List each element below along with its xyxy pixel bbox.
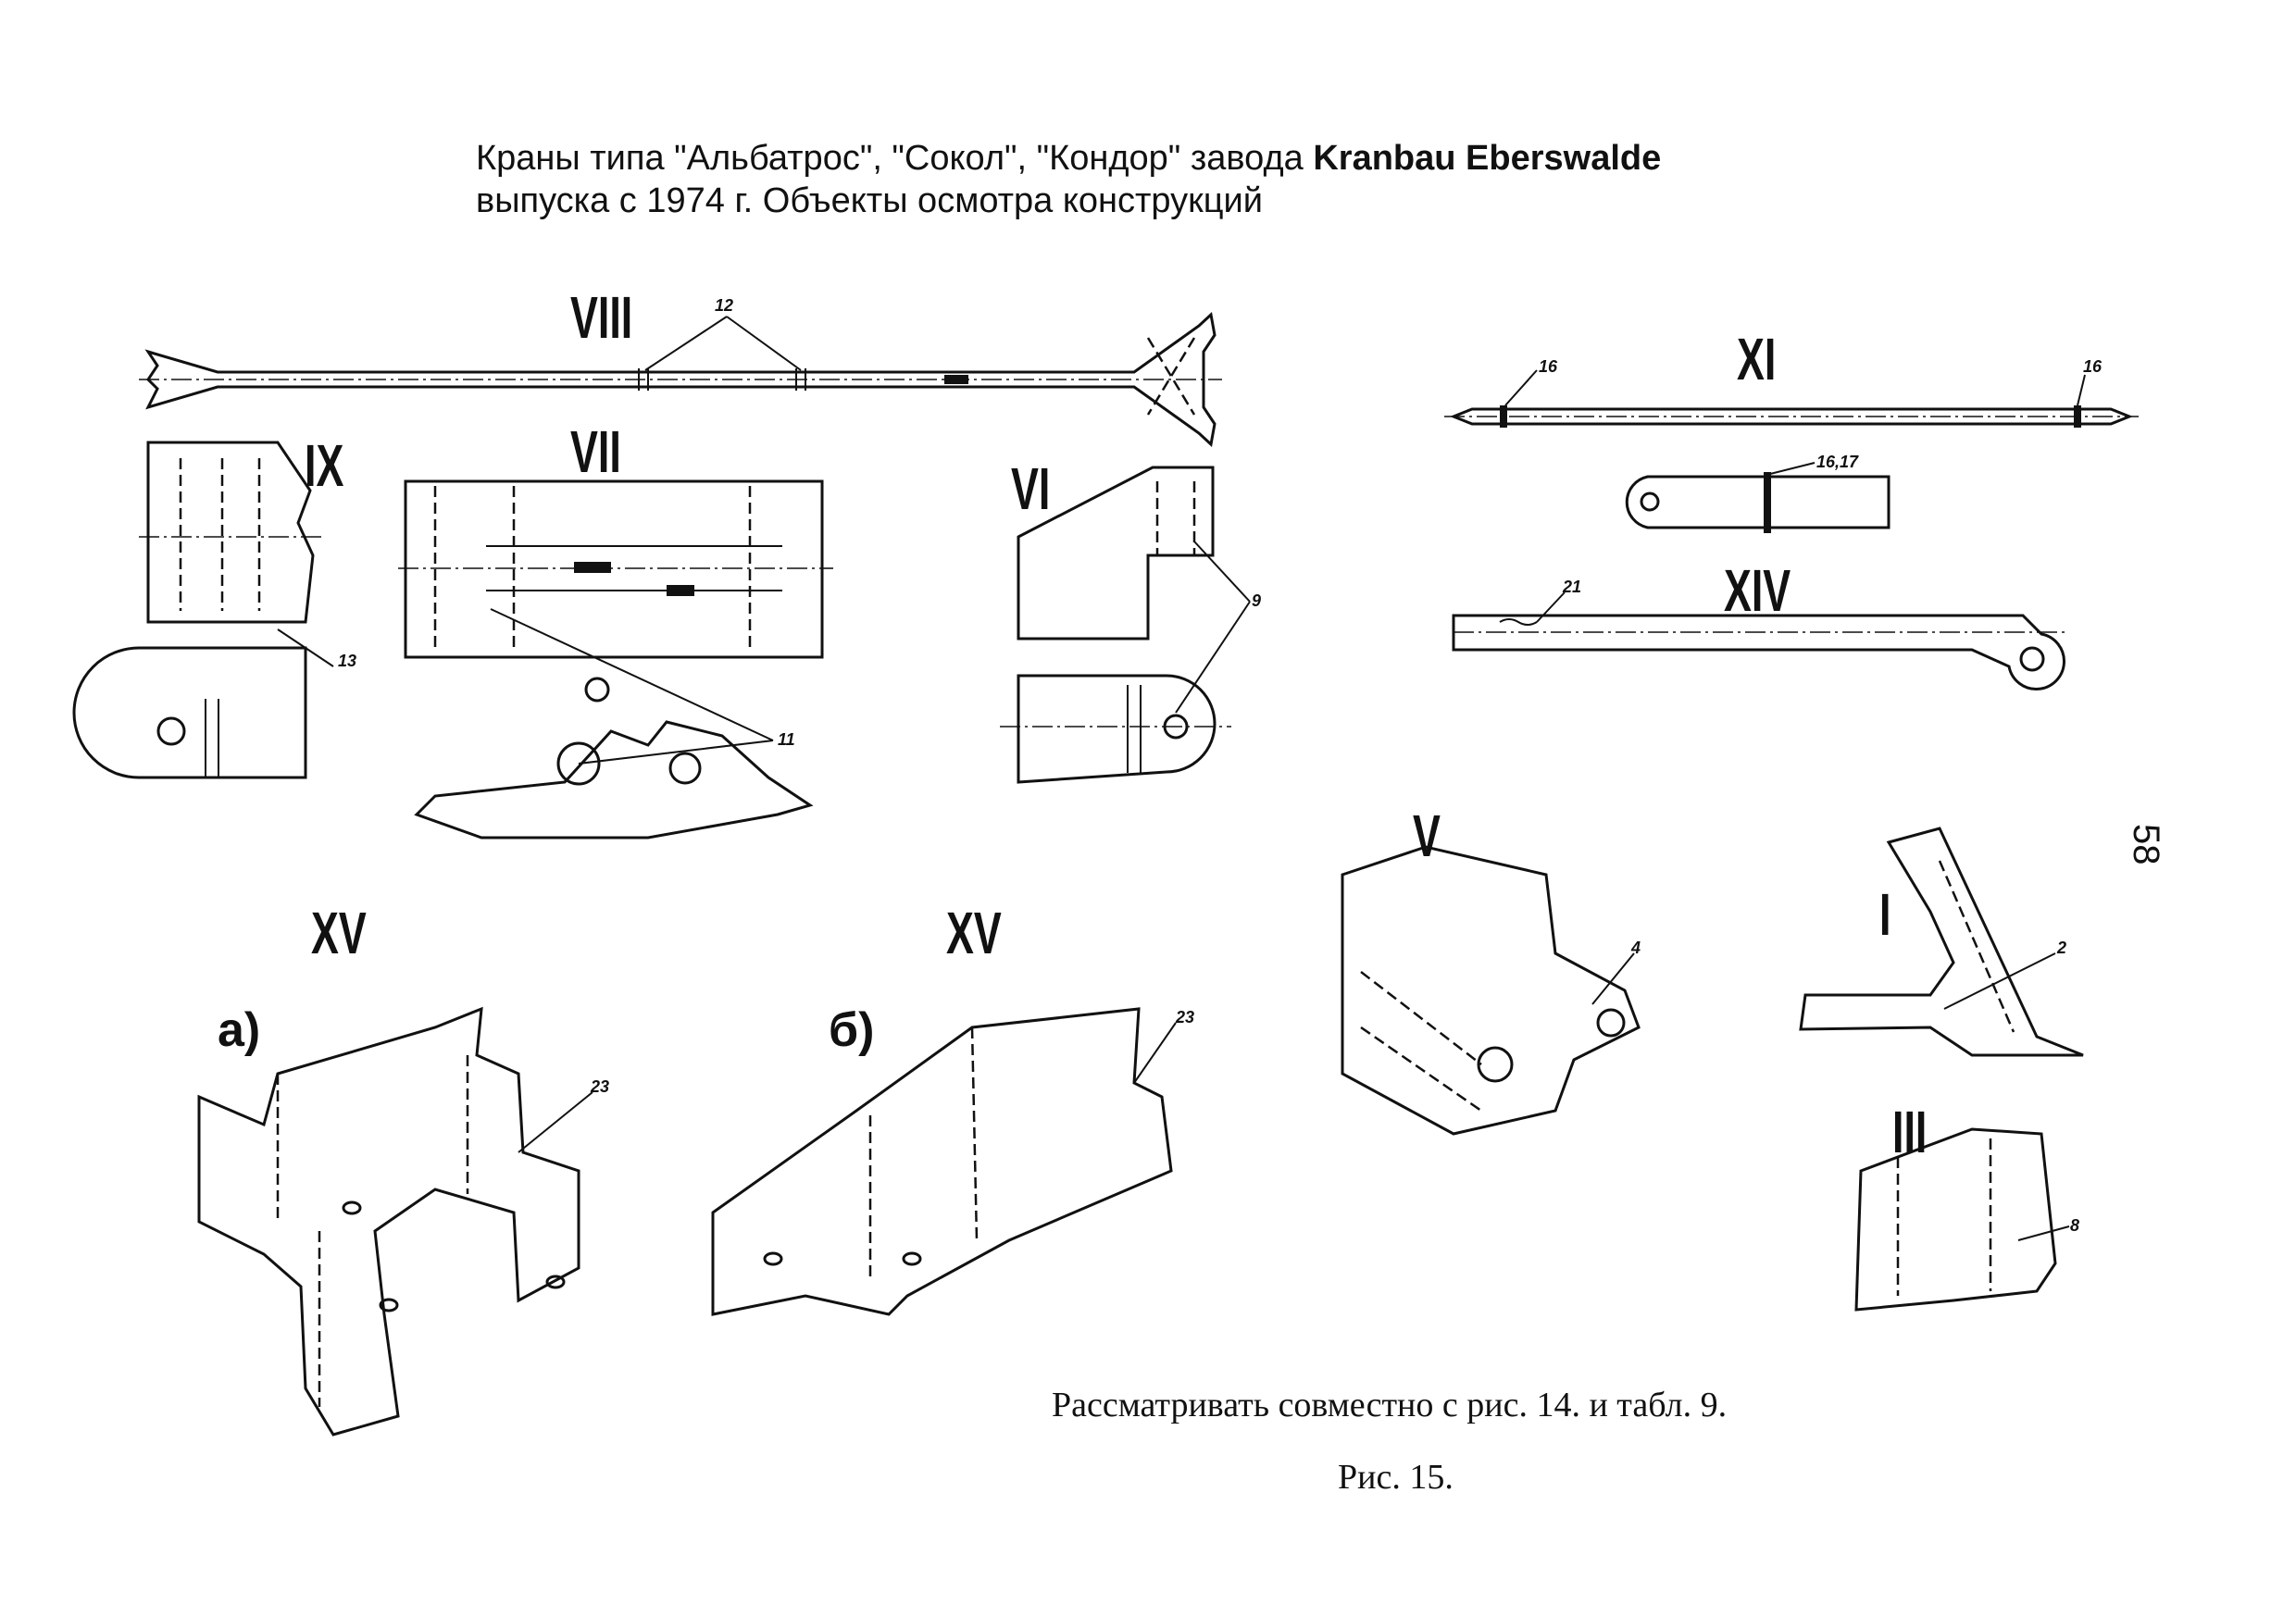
callout-2: 2 xyxy=(2056,939,2066,957)
title-line-1: Краны типа "Альбатрос", "Сокол", "Кондор… xyxy=(476,139,1662,178)
figure-caption: Рис. 15. xyxy=(1338,1458,1454,1497)
label-sub-b: б) xyxy=(829,1003,874,1057)
part-vi: VI 9 xyxy=(1000,455,1261,784)
part-vii: VII 11 xyxy=(398,418,833,840)
label-vi: VI xyxy=(1011,455,1050,522)
label-viii: VIII xyxy=(570,284,632,351)
part-v: V 4 xyxy=(1341,802,1641,1136)
callout-4: 4 xyxy=(1630,939,1641,957)
callout-16-right: 16 xyxy=(2083,357,2103,376)
callout-23-b: 23 xyxy=(1175,1008,1194,1026)
callout-8: 8 xyxy=(2070,1216,2079,1235)
part-xv-b: XV б) 23 xyxy=(711,900,1194,1316)
callout-16-17: 16,17 xyxy=(1816,453,1859,471)
label-xv-b: XV xyxy=(946,900,1002,966)
callout-9: 9 xyxy=(1252,591,1261,610)
part-ix: 13 IX xyxy=(72,432,356,779)
page-title: Краны типа "Альбатрос", "Сокол", "Кондор… xyxy=(476,137,1661,222)
label-v: V xyxy=(1413,802,1441,869)
callout-11: 11 xyxy=(778,730,795,749)
title-brand: Kranbau Eberswalde xyxy=(1313,139,1662,178)
part-xi: 16 16 XI 16,17 xyxy=(1444,326,2139,533)
label-i: I xyxy=(1879,881,1890,948)
part-xiv: 21 XIV xyxy=(1452,557,2065,690)
part-i: I 2 xyxy=(1799,827,2084,1057)
callout-21: 21 xyxy=(1562,578,1581,596)
title-line-2: выпуска с 1974 г. Объекты осмотра констр… xyxy=(476,181,1263,220)
label-xv-a: XV xyxy=(311,900,367,966)
part-xv-a: XV а) 23 xyxy=(197,900,609,1437)
callout-13: 13 xyxy=(338,652,356,670)
label-xiv: XIV xyxy=(1724,557,1791,624)
part-iii: III 8 xyxy=(1854,1099,2079,1312)
callout-12: 12 xyxy=(715,296,733,315)
label-vii: VII xyxy=(570,418,621,485)
callout-23-a: 23 xyxy=(590,1077,609,1096)
part-viii-boom: 12 VIII xyxy=(139,284,1222,447)
label-xi: XI xyxy=(1737,326,1776,392)
footer-note: Рассматривать совместно с рис. 14. и таб… xyxy=(1052,1386,1728,1424)
label-sub-a: а) xyxy=(218,1003,260,1057)
label-ix: IX xyxy=(305,432,343,499)
callout-16-left: 16 xyxy=(1539,357,1558,376)
label-iii: III xyxy=(1892,1099,1927,1165)
